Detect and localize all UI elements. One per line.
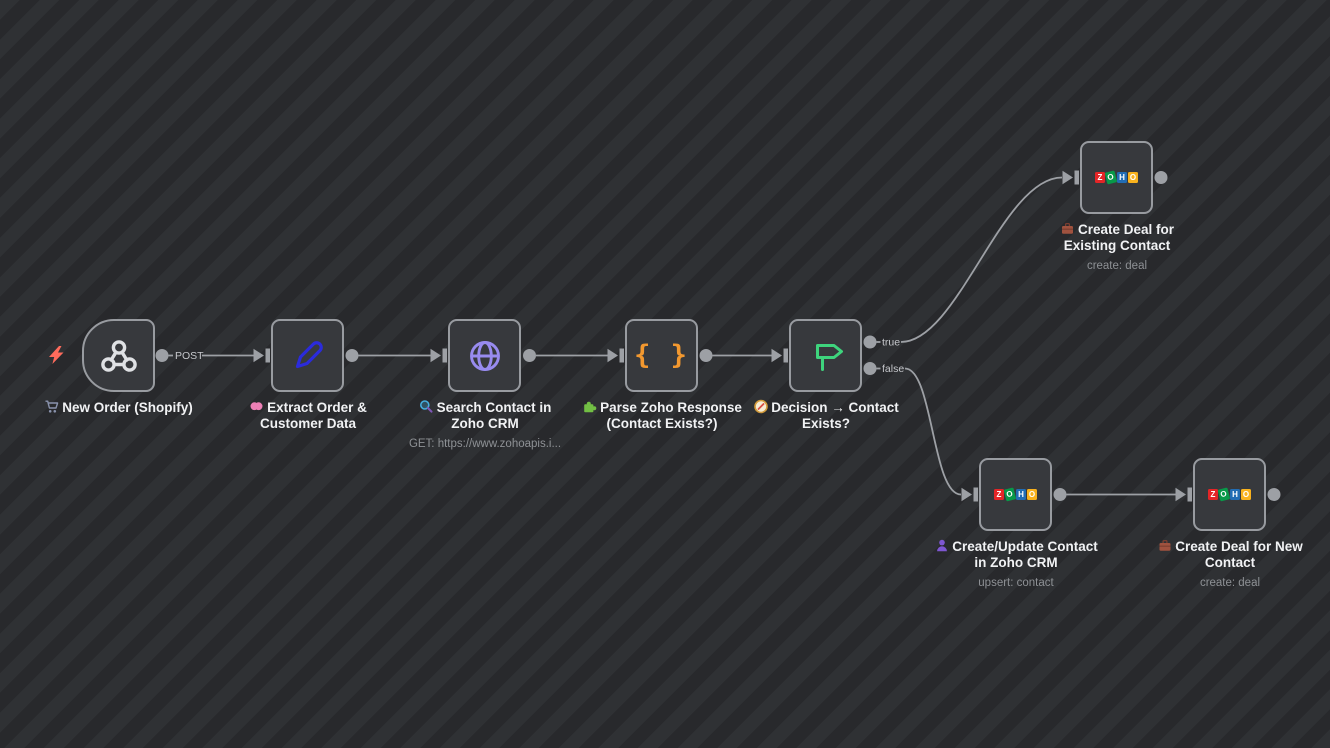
input-arrow-parse[interactable] (607, 348, 619, 363)
post-port-label: POST (175, 350, 204, 362)
node-caption-deal-existing: Create Deal for Existing Contact create:… (1047, 221, 1187, 273)
compass-icon (753, 399, 768, 414)
zoho-letter-z: Z (1208, 488, 1218, 501)
node-caption-new-order: New Order (Shopify) (19, 399, 219, 416)
input-bar-decision[interactable] (783, 348, 789, 363)
node-title-text: New Order (Shopify) (62, 400, 193, 415)
person-icon (936, 539, 947, 552)
node-title: Decision → Contact Exists? (744, 399, 909, 433)
input-arrow-extract[interactable] (253, 348, 265, 363)
zoho-letter-o2: O (1241, 488, 1251, 501)
signpost-icon (815, 343, 843, 371)
node-caption-extract: Extract Order & Customer Data (243, 399, 373, 433)
node-caption-search: Search Contact in Zoho CRM GET: https://… (408, 399, 563, 451)
zoho-letter-h: H (1016, 488, 1026, 501)
output-port-extract[interactable] (345, 349, 359, 362)
output-port-new-order[interactable] (155, 349, 169, 362)
node-title: Create Deal for New Contact (1143, 538, 1318, 572)
node-title-text: Create Deal for Existing Contact (1063, 222, 1175, 254)
node-title: New Order (Shopify) (19, 399, 219, 416)
output-port-upsert-contact[interactable] (1053, 488, 1067, 501)
node-search-contact-zoho-crm[interactable] (448, 319, 521, 392)
node-extract-order-customer-data[interactable] (271, 319, 344, 392)
zoho-letter-o1: O (1003, 487, 1016, 501)
node-caption-parse: Parse Zoho Response (Contact Exists?) (572, 399, 752, 433)
braces-icon: { } (634, 340, 689, 371)
node-create-deal-new-contact[interactable]: Z O H O (1193, 458, 1266, 531)
zoho-letter-o2: O (1027, 488, 1037, 501)
output-port-deal-existing[interactable] (1154, 171, 1168, 184)
node-title: Extract Order & Customer Data (243, 399, 373, 433)
briefcase-icon (1061, 222, 1073, 234)
input-arrow-deal-existing[interactable] (1062, 170, 1074, 185)
ports[interactable] (155, 170, 1281, 502)
false-port-label: false (882, 363, 904, 375)
trigger-bolt-icon (49, 346, 64, 364)
input-bar-deal-new[interactable] (1187, 487, 1193, 502)
node-caption-deal-new: Create Deal for New Contact create: deal (1143, 538, 1318, 590)
node-title-text: Parse Zoho Response (Contact Exists?) (600, 400, 742, 432)
zoho-letter-z: Z (1095, 171, 1105, 184)
puzzle-icon (584, 401, 597, 413)
output-port-search[interactable] (523, 349, 536, 362)
zoho-letter-h: H (1230, 488, 1240, 501)
node-title-text: Create/Update Contact in Zoho CRM (952, 539, 1098, 571)
node-title-text: Search Contact in Zoho CRM (436, 400, 552, 432)
node-title: Create Deal for Existing Contact (1047, 221, 1187, 255)
input-bar-search[interactable] (442, 348, 448, 363)
port-labels: POST true false (175, 337, 904, 376)
magnifier-icon (420, 400, 433, 413)
node-title: Search Contact in Zoho CRM (408, 399, 563, 433)
node-parse-zoho-response[interactable]: { } (625, 319, 698, 392)
zoho-logo: Z O H O (1208, 487, 1251, 501)
node-title: Parse Zoho Response (Contact Exists?) (572, 399, 752, 433)
node-caption-decision: Decision → Contact Exists? (744, 399, 909, 433)
output-port-deal-new[interactable] (1267, 488, 1281, 501)
pen-icon (295, 340, 323, 368)
node-subtitle: create: deal (1086, 259, 1148, 272)
zoho-letter-o1: O (1104, 170, 1117, 184)
input-arrow-upsert-contact[interactable] (961, 487, 973, 502)
node-title-text: Create Deal for New Contact (1175, 539, 1303, 571)
connection-lines[interactable] (168, 176, 1176, 496)
zoho-logo: Z O H O (1095, 170, 1138, 184)
globe-icon (469, 340, 500, 371)
connection-decision-false[interactable] (904, 367, 962, 496)
node-subtitle: upsert: contact (978, 576, 1054, 589)
input-bar-deal-existing[interactable] (1074, 170, 1080, 185)
zoho-letter-o2: O (1128, 171, 1138, 184)
input-arrow-search[interactable] (430, 348, 442, 363)
node-title: Create/Update Contact in Zoho CRM (934, 538, 1099, 572)
zoho-letter-h: H (1117, 171, 1127, 184)
cart-icon (45, 400, 59, 413)
node-subtitle: GET: https://www.zohoapis.i... (408, 437, 562, 450)
node-create-update-contact-zoho[interactable]: Z O H O (979, 458, 1052, 531)
node-new-order-shopify[interactable] (82, 319, 155, 392)
node-title-text: Extract Order & Customer Data (259, 400, 367, 432)
briefcase-icon (1159, 539, 1171, 551)
zoho-letter-z: Z (994, 488, 1004, 501)
output-port-decision-false[interactable] (863, 362, 877, 375)
node-decision-contact-exists[interactable] (789, 319, 862, 392)
input-bar-parse[interactable] (619, 348, 625, 363)
connection-decision-true[interactable] (900, 176, 1063, 343)
input-bar-upsert-contact[interactable] (973, 487, 979, 502)
node-caption-upsert-contact: Create/Update Contact in Zoho CRM upsert… (934, 538, 1099, 590)
input-arrow-deal-new[interactable] (1175, 487, 1187, 502)
brain-icon (250, 402, 263, 411)
node-subtitle: create: deal (1199, 576, 1261, 589)
input-bar-extract[interactable] (265, 348, 271, 363)
output-port-parse[interactable] (699, 349, 713, 362)
input-arrow-decision[interactable] (771, 348, 783, 363)
node-create-deal-existing-contact[interactable]: Z O H O (1080, 141, 1153, 214)
zoho-logo: Z O H O (994, 487, 1037, 501)
zoho-letter-o1: O (1217, 487, 1230, 501)
true-port-label: true (882, 337, 900, 349)
output-port-decision-true[interactable] (863, 335, 877, 349)
webhook-icon (100, 339, 137, 372)
node-title-text: Decision → Contact Exists? (771, 400, 899, 432)
